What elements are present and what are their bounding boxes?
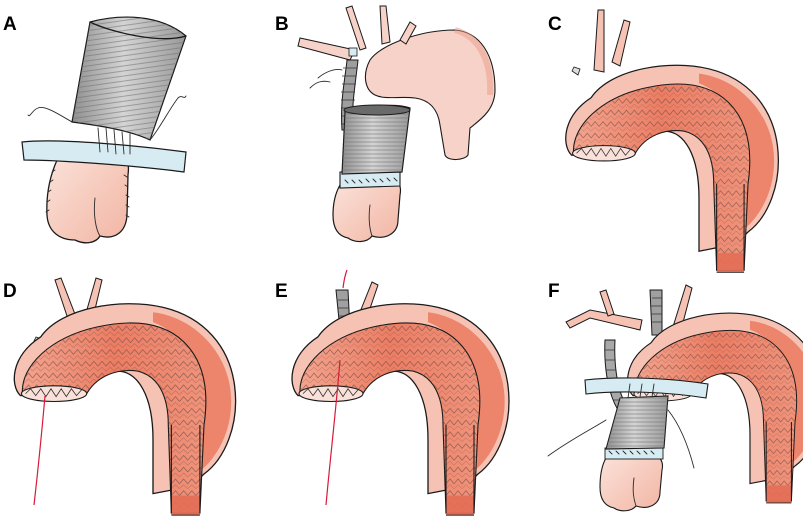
panel-label-c: C	[548, 14, 562, 35]
panel-c	[565, 9, 779, 273]
panel-a	[21, 16, 187, 244]
panel-label-f: F	[548, 281, 560, 302]
panel-label-d: D	[3, 281, 17, 302]
panel-d	[13, 277, 237, 516]
panel-label-a: A	[3, 14, 17, 35]
panel-f	[547, 284, 803, 512]
panel-label-e: E	[275, 281, 288, 302]
panel-e	[291, 269, 510, 516]
panel-label-b: B	[275, 14, 289, 35]
panel-b	[297, 5, 496, 243]
